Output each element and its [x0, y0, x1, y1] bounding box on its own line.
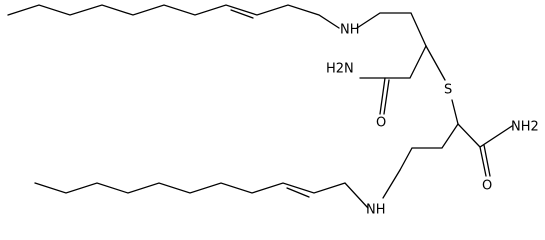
sulfur-atom-label: S [444, 83, 452, 98]
left-carbonyl-oxygen-label: O [376, 116, 386, 131]
top-propyl-linker [356, 12, 427, 47]
right-amide-nitrogen-label: NH2 [511, 120, 539, 135]
bottom-alkene-double-bond [286, 187, 310, 198]
top-decenyl-chain [7, 4, 340, 29]
bottom-nh-label: NH [366, 203, 386, 218]
bottom-decenyl-chain [34, 182, 369, 209]
bottom-propyl-linker [382, 123, 459, 199]
upper-carboxamide [359, 45, 427, 115]
right-carbonyl-oxygen-label: O [482, 179, 492, 194]
chemical-structure-diagram: NH NH S H2N NH2 O O [7, 4, 539, 218]
thioether-bridge [425, 45, 459, 125]
lower-carboxamide [457, 123, 513, 177]
left-amide-nitrogen-label: H2N [326, 62, 354, 77]
top-alkene-double-bond [230, 9, 254, 19]
top-nh-label: NH [340, 23, 360, 38]
